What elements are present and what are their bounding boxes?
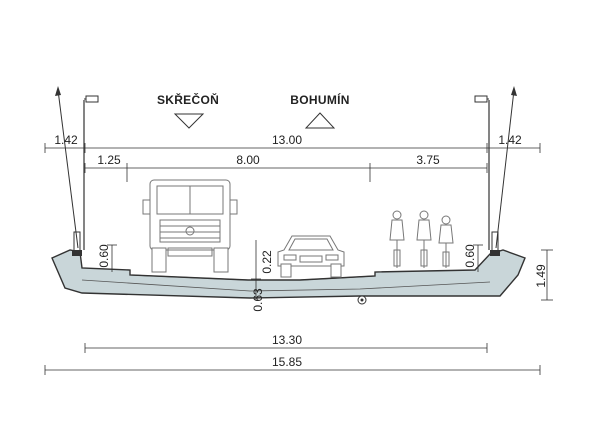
dimension-surface: 0.22 0.63: [251, 240, 274, 312]
cyclist-icon: [416, 210, 432, 268]
dimension-structure-height: 1.49: [534, 249, 553, 301]
dim-structure-height-label: 1.49: [534, 264, 548, 288]
direction-label-left: SKŘEČOŇ: [157, 92, 219, 107]
dim-right-offset-label: 1.42: [498, 133, 522, 147]
direction-arrow-up-icon: [304, 112, 336, 129]
dimension-overall-width: 15.85: [44, 355, 541, 375]
dimension-barrier-left: 0.60: [97, 244, 117, 272]
direction-arrow-down-icon: [173, 113, 205, 129]
dimension-top-total: 13.00 1.42 1.42: [44, 133, 541, 153]
dim-carriageway-label: 8.00: [236, 153, 260, 167]
dim-left-strip-label: 1.25: [97, 153, 121, 167]
dim-total-label: 13.00: [272, 133, 302, 147]
dim-right-barrier-label: 0.60: [463, 244, 477, 268]
cyclist-icon: [389, 210, 405, 268]
dim-overall-width-label: 15.85: [272, 355, 302, 369]
dimension-deck-width: 13.30: [84, 333, 488, 353]
dim-left-barrier-label: 0.60: [97, 244, 111, 268]
dim-deck-width-label: 13.30: [272, 333, 302, 347]
lighting-pole-right: [474, 86, 517, 250]
truck-icon: [142, 179, 238, 273]
direction-label-right: BOHUMÍN: [290, 92, 349, 107]
dimension-lanes: 1.25 8.00 3.75: [84, 153, 488, 182]
bridge-deck: [51, 231, 526, 305]
dim-left-offset-label: 1.42: [54, 133, 78, 147]
lighting-pole-left: [55, 86, 99, 250]
car-icon: [277, 235, 345, 278]
cyclist-icon: [438, 215, 454, 268]
dim-right-strip-label: 3.75: [416, 153, 440, 167]
dim-surface-label: 0.22: [260, 250, 274, 274]
dimension-barrier-right: 0.60: [463, 244, 483, 272]
dim-deck-depth-label: 0.63: [251, 288, 265, 312]
